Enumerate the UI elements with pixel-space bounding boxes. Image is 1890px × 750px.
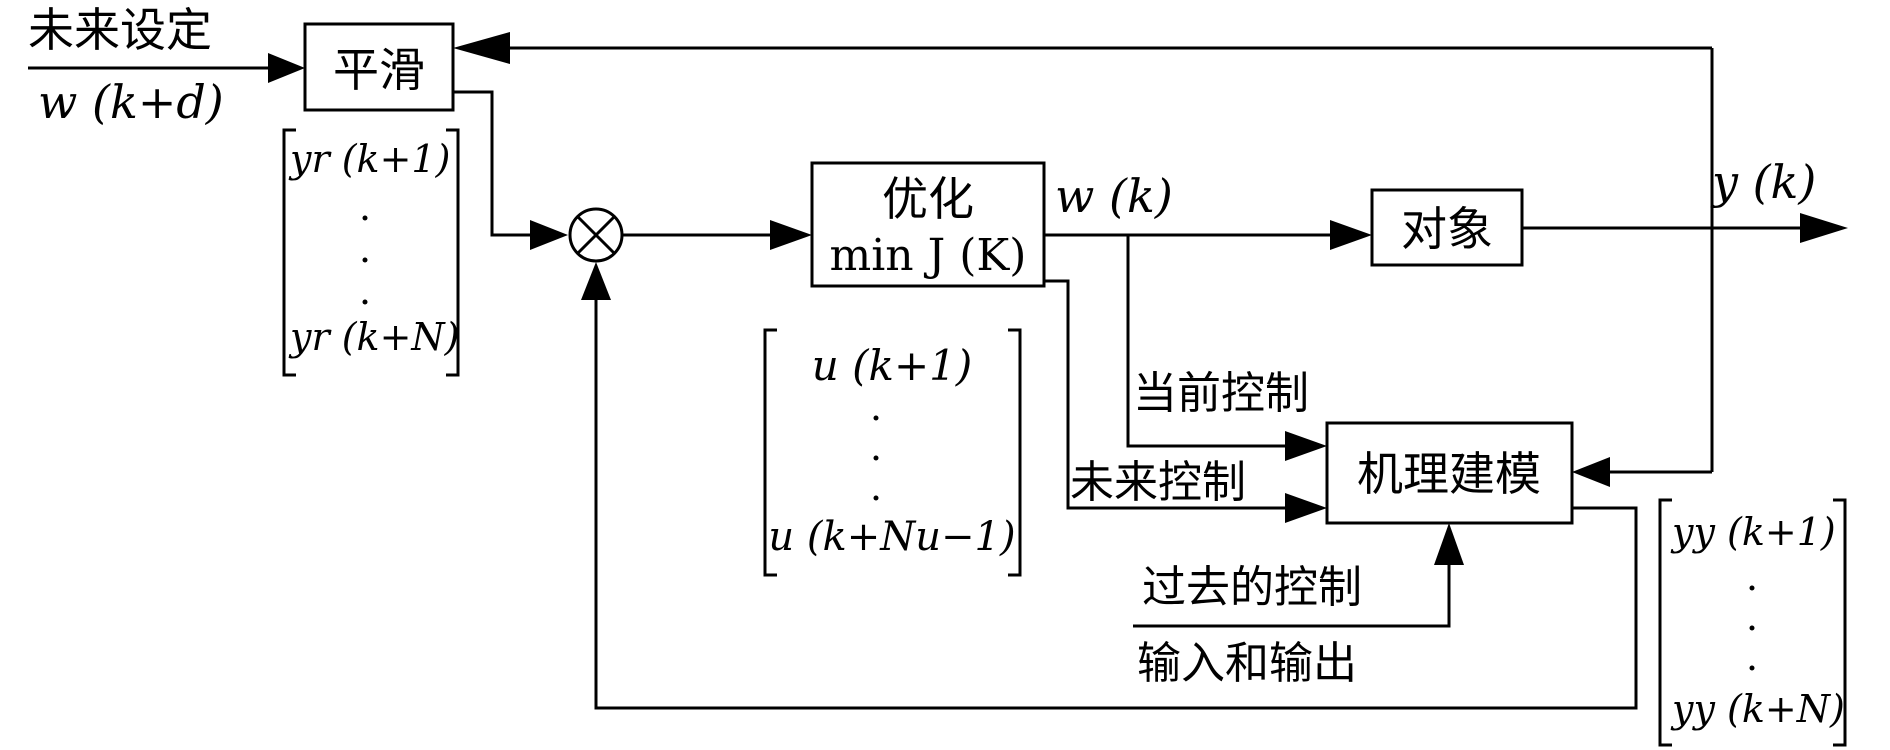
past-io-line [1133, 565, 1451, 628]
prediction-bracket-right [1833, 498, 1847, 747]
control-dot [873, 455, 879, 461]
optimization-input-arrow [770, 220, 812, 250]
control-bracket-right [1008, 328, 1022, 577]
reference-top-entry: yr (k+1) [288, 137, 450, 181]
summing-junction [568, 207, 624, 263]
optimization-block [810, 161, 1046, 288]
sum-input-arrow [530, 220, 568, 250]
summing-cross [576, 215, 616, 255]
control-vector: u (k+1) u (k+Nu−1) [763, 328, 1022, 577]
mechanism-model-block [1325, 421, 1574, 525]
reference-bottom-entry: yr (k+N) [288, 315, 459, 359]
future-setpoint-label: 未来设定 [28, 3, 212, 57]
prediction-feedback-line [594, 300, 1638, 710]
prediction-feedback-arrow [581, 262, 611, 300]
optimization-label: 优化 [882, 172, 974, 226]
output-arrow [1800, 213, 1848, 243]
plant-input-arrow [1330, 220, 1372, 250]
setpoint-arrow [268, 53, 305, 83]
control-dot [873, 415, 879, 421]
smoothing-output-line [453, 90, 530, 237]
future-control-arrow [1285, 493, 1327, 523]
prediction-vector: yy (k+1) yy (k+N) [1658, 498, 1847, 747]
current-control-arrow [1285, 431, 1327, 461]
reference-dot [362, 257, 368, 263]
prediction-dot [1749, 585, 1755, 591]
w-kd-label: w (k+d) [38, 75, 224, 129]
objective-label: min J (K) [830, 230, 1027, 281]
plant-label: 对象 [1401, 202, 1493, 256]
reference-bracket-right [446, 128, 460, 377]
control-top-entry: u (k+1) [812, 341, 973, 390]
future-control-label: 未来控制 [1070, 457, 1246, 508]
control-bracket-left [763, 328, 777, 577]
reference-bracket-left [282, 128, 296, 377]
smoothing-block [303, 22, 455, 112]
prediction-dot [1749, 625, 1755, 631]
control-dot [873, 495, 879, 501]
prediction-dot [1749, 665, 1755, 671]
control-bottom-entry: u (k+Nu−1) [768, 514, 1015, 560]
model-feedback-arrow [1572, 457, 1610, 487]
current-control-label: 当前控制 [1133, 368, 1309, 419]
smoothing-label: 平滑 [333, 43, 425, 97]
prediction-top-entry: yy (k+1) [1670, 510, 1836, 554]
mechanism-model-label: 机理建模 [1357, 447, 1541, 501]
reference-vector: yr (k+1) yr (k+N) [282, 128, 460, 377]
reference-dot [362, 299, 368, 305]
w-k-label: w (k) [1055, 169, 1173, 223]
plant-block [1370, 188, 1524, 267]
past-io-label-2: 输入和输出 [1137, 638, 1357, 689]
smoothing-feedback-arrow [453, 32, 510, 64]
future-control-line [1044, 279, 1285, 510]
prediction-bracket-left [1658, 498, 1672, 747]
past-io-label-1: 过去的控制 [1142, 562, 1362, 613]
reference-dot [362, 215, 368, 221]
prediction-bottom-entry: yy (k+N) [1670, 687, 1845, 731]
past-io-arrow [1434, 523, 1464, 565]
y-k-label: y (k) [1710, 155, 1816, 209]
current-control-line [1126, 235, 1285, 448]
